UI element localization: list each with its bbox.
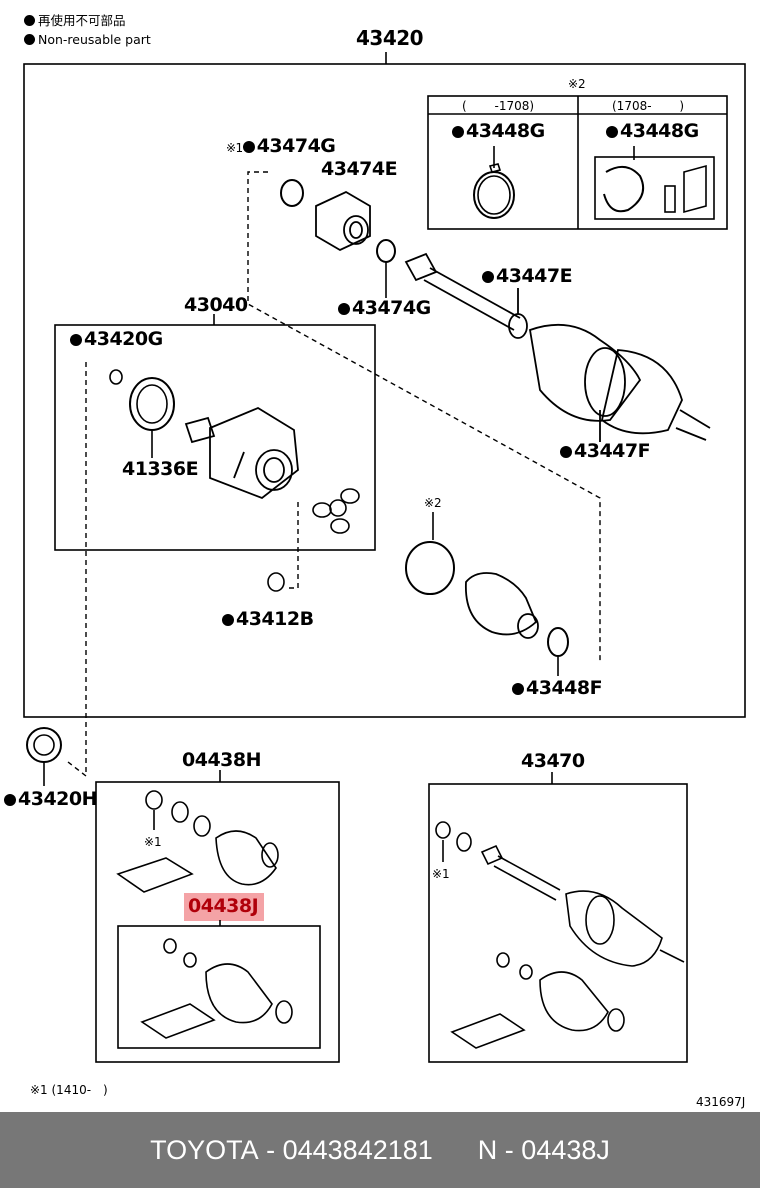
ring-43412b-text: 43412B bbox=[236, 608, 314, 630]
tripod-icon bbox=[312, 488, 360, 534]
shaft-assembly-note: ※1 bbox=[432, 867, 450, 881]
snap-ring-43474g-icon bbox=[280, 179, 304, 207]
clamp-43448f-text: 43448F bbox=[526, 677, 603, 699]
dust-cover-43420h-label: 43420H bbox=[4, 788, 98, 810]
inner-boot-icon bbox=[465, 572, 539, 639]
snap-ring-43474g-lower-text: 43474G bbox=[352, 297, 431, 319]
legend-jp: 再使用不可部品 bbox=[24, 10, 126, 29]
boot-kit-04438j-label[interactable]: 04438J bbox=[188, 895, 259, 917]
boot-kit-note: ※1 bbox=[144, 835, 162, 849]
inner-joint-43040-label: 43040 bbox=[184, 294, 248, 316]
snap-ring-43474g-text: 43474G bbox=[256, 135, 336, 157]
non-reusable-mark-icon bbox=[560, 446, 572, 458]
boot-43447f-label: 43447F bbox=[560, 440, 651, 462]
part-number-footer: TOYOTA - 0443842181 N - 04438J bbox=[0, 1112, 760, 1188]
footer-sep2: - bbox=[497, 1134, 522, 1165]
non-reusable-mark-icon bbox=[242, 141, 255, 153]
seal-43447e-label: 43447E bbox=[482, 265, 573, 287]
frame-43040 bbox=[54, 324, 376, 551]
note1-prefix: ※1 bbox=[226, 141, 243, 155]
boot-kit-04438h-label: 04438H bbox=[182, 749, 262, 771]
non-reusable-mark-icon bbox=[4, 794, 16, 806]
non-reusable-mark-icon bbox=[452, 126, 464, 138]
clamp-43448g-before-label: 43448G bbox=[452, 122, 545, 141]
ring-43420g-icon bbox=[109, 369, 123, 385]
part-highlight bbox=[184, 893, 264, 921]
clamp-43448g-icon bbox=[603, 165, 644, 213]
clamp-43448g-after-text: 43448G bbox=[620, 120, 699, 142]
clamp-kit-frame bbox=[594, 156, 715, 220]
footer-sep1: - bbox=[258, 1134, 283, 1165]
ring-43412b-label: 43412B bbox=[222, 610, 314, 629]
ring-43412b-icon bbox=[267, 572, 285, 592]
non-reusable-mark-icon bbox=[482, 271, 494, 283]
clamp-43448f-label: 43448F bbox=[512, 677, 603, 699]
note2-mid: ※2 bbox=[424, 496, 442, 510]
ring-43420g-label: 43420G bbox=[70, 330, 163, 349]
inner-joint-housing-icon bbox=[184, 406, 299, 500]
frame-04438j bbox=[117, 925, 321, 1049]
dust-cover-43420h-icon bbox=[26, 727, 62, 763]
frame-04438h bbox=[95, 781, 340, 1063]
clamp-43448g-after-label: 43448G bbox=[606, 122, 699, 141]
non-reusable-mark-icon bbox=[606, 126, 618, 138]
legend-en: Non-reusable part bbox=[24, 32, 151, 47]
snap-ring-43474g-label: ※1 43474G bbox=[226, 135, 336, 157]
snap-ring-43474g-lower-icon bbox=[376, 239, 396, 263]
assembly-43420-label: 43420 bbox=[356, 26, 424, 50]
note2-top: ※2 bbox=[568, 77, 586, 91]
dust-cover-43420h-text: 43420H bbox=[18, 788, 98, 810]
non-reusable-mark-icon bbox=[338, 303, 350, 315]
bottom-note: ※1 (1410- ) bbox=[30, 1083, 108, 1097]
snap-ring-43474g-lower-label: 43474G bbox=[338, 299, 431, 318]
drive-shaft-icon bbox=[404, 252, 711, 442]
non-reusable-mark-icon bbox=[24, 15, 35, 26]
period-before-label: ( -1708) bbox=[462, 99, 535, 113]
legend-jp-text: 再使用不可部品 bbox=[38, 13, 126, 28]
footer-ref: 04438J bbox=[521, 1134, 610, 1165]
diagram-code: 431697J bbox=[696, 1095, 746, 1109]
clamp-sheet-icon bbox=[683, 164, 707, 214]
non-reusable-mark-icon bbox=[222, 614, 234, 626]
boot-43447f-text: 43447F bbox=[574, 440, 651, 462]
clamp-43448g-before-text: 43448G bbox=[466, 120, 545, 142]
bearing-43474e-icon bbox=[315, 190, 371, 252]
clamp-tab-icon bbox=[664, 185, 676, 213]
clamp-43448f-icon bbox=[547, 627, 569, 657]
seal-41336e-label: 41336E bbox=[122, 458, 199, 480]
clamp-43448g-icon bbox=[473, 171, 515, 219]
shaft-assembly-parts-icon bbox=[435, 821, 685, 1049]
non-reusable-mark-icon bbox=[70, 334, 82, 346]
boot-kit-parts-icon bbox=[116, 790, 279, 893]
legend-en-text: Non-reusable part bbox=[38, 32, 151, 47]
shaft-assembly-43470-label: 43470 bbox=[521, 750, 585, 772]
clamp-band-icon bbox=[405, 541, 455, 595]
frame-43470 bbox=[428, 783, 688, 1063]
ring-43420g-text: 43420G bbox=[84, 328, 163, 350]
non-reusable-mark-icon bbox=[512, 683, 524, 695]
bearing-43474e-label: 43474E bbox=[321, 158, 398, 180]
non-reusable-mark-icon bbox=[24, 34, 35, 45]
footer-brand: TOYOTA bbox=[150, 1134, 259, 1165]
frame-43420 bbox=[23, 63, 746, 718]
footer-gap bbox=[433, 1135, 478, 1166]
footer-part-number: 0443842181 bbox=[282, 1134, 433, 1165]
seal-43447e-text: 43447E bbox=[496, 265, 573, 287]
footer-prefix: N bbox=[477, 1134, 498, 1165]
period-after-label: (1708- ) bbox=[612, 99, 685, 113]
boot-kit-04438j-parts-icon bbox=[140, 938, 293, 1039]
